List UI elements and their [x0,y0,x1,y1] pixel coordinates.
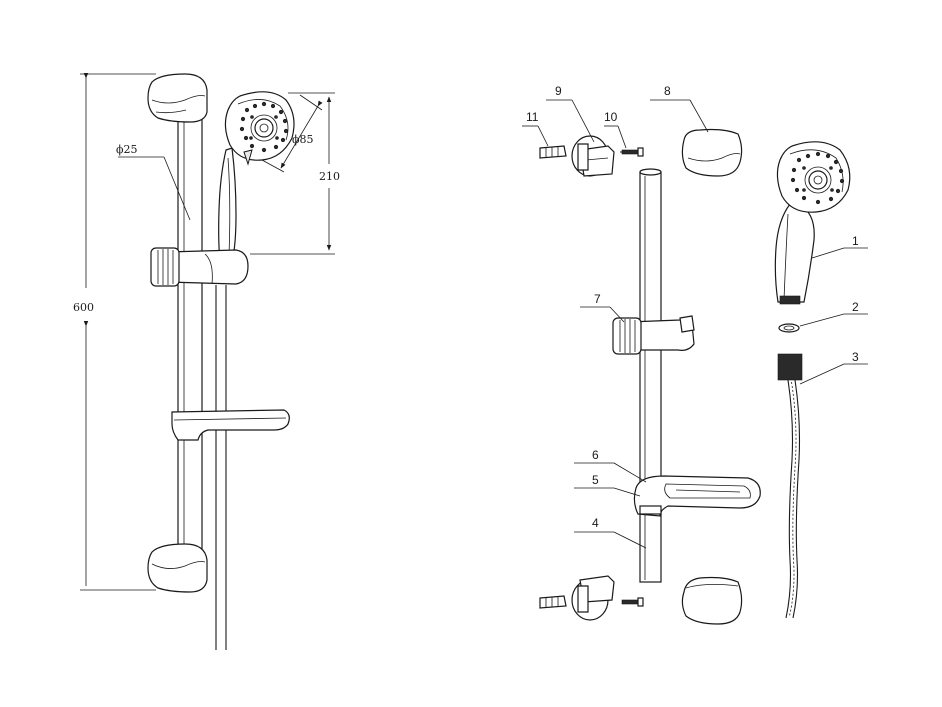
label-part-2: 2 [852,300,859,314]
hose-assembled [215,285,227,650]
label-part-1: 1 [852,234,859,248]
part-4-slide-bar [639,168,662,583]
dim-label-bar-diameter: ϕ25 [116,143,138,156]
part-9-top-bracket [571,135,615,177]
dim-label-head-diameter: ϕ85 [292,133,314,146]
handset-assembled [218,91,295,263]
part-10-screw-top [620,147,644,157]
exploded-view: 1 2 3 4 5 6 7 8 9 10 11 [522,84,868,625]
dimension-600: 600 [73,72,156,591]
label-part-3: 3 [852,350,859,364]
dimension-bar-diameter: ϕ25 [116,143,191,221]
label-part-8: 8 [664,84,671,98]
dim-label-210: 210 [319,170,340,183]
slide-bar-assembled [177,109,203,566]
label-part-4: 4 [592,516,599,530]
leader-lines [522,99,868,549]
label-part-6: 6 [592,448,599,462]
part-2-washer [778,323,800,333]
part-3-hose [777,353,803,619]
dim-label-600: 600 [73,301,94,314]
part-9-bottom-bracket [571,575,615,621]
part-7-slider [612,315,695,355]
part-10-screw-bottom [621,597,644,607]
part-8-top-cover [681,128,743,177]
label-part-10: 10 [604,110,618,124]
label-part-9: 9 [555,84,562,98]
part-1-handset [774,141,851,305]
dimension-210: 210 [250,92,340,255]
soap-dish-assembled [171,409,290,441]
slider-assembled [150,247,249,287]
top-bracket-assembled [147,73,208,123]
part-11-plug-bottom [539,595,567,609]
dimension-head-diameter: ϕ85 [261,94,323,173]
label-part-5: 5 [592,473,599,487]
part-5-6-soap-dish [633,475,761,517]
assembled-view: 600 ϕ25 ϕ85 210 [73,72,340,650]
part-11-plug-top [539,145,567,159]
part-labels: 1 2 3 4 5 6 7 8 9 10 11 [526,84,859,530]
label-part-7: 7 [594,292,601,306]
label-part-11: 11 [526,110,539,124]
spray-holes-exploded [790,151,845,205]
part-8-bottom-cover [681,576,743,625]
bottom-bracket-assembled [147,543,208,593]
